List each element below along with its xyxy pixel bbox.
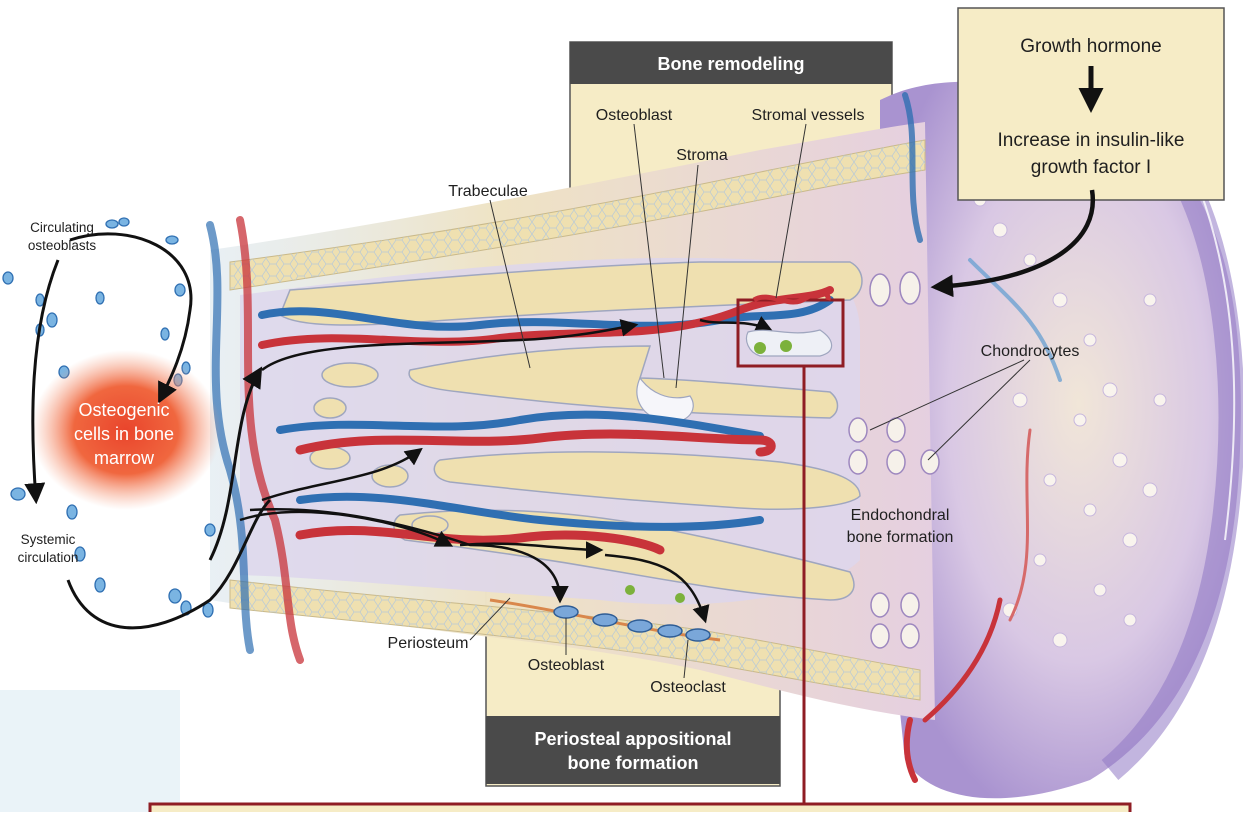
trabeculae-label: Trabeculae	[448, 183, 528, 200]
stroma-label: Stroma	[676, 147, 728, 164]
igf-label-line2: growth factor I	[1031, 157, 1151, 178]
growth-hormone-box: Growth hormone Increase in insulin-like …	[958, 8, 1224, 200]
bone-shaft	[210, 122, 935, 720]
osteoblast-top-label: Osteoblast	[596, 107, 673, 124]
growth-hormone-label: Growth hormone	[1020, 36, 1162, 57]
systemic-label-line2: circulation	[18, 550, 79, 565]
osteoblast-bottom-label: Osteoblast	[528, 657, 605, 674]
endochondral-label-line1: Endochondral	[851, 507, 950, 524]
periosteal-title-line2: bone formation	[568, 753, 699, 773]
circulating-label-line2: osteoblasts	[28, 238, 97, 253]
bottom-inset-edge	[150, 804, 1130, 812]
osteogenic-label-line3: marrow	[94, 448, 155, 468]
circulating-label-line1: Circulating	[30, 220, 94, 235]
osteogenic-label-line2: cells in bone	[74, 424, 174, 444]
stromal-vessels-label: Stromal vessels	[752, 107, 865, 124]
igf-label-line1: Increase in insulin-like	[998, 130, 1185, 151]
periosteal-title-line1: Periosteal appositional	[534, 729, 731, 749]
lower-left-band	[0, 690, 180, 812]
osteogenic-label-line1: Osteogenic	[78, 400, 169, 420]
bone-remodeling-title: Bone remodeling	[657, 54, 804, 74]
systemic-label-line1: Systemic	[21, 532, 76, 547]
osteoclast-label: Osteoclast	[650, 679, 726, 696]
chondrocytes-label: Chondrocytes	[981, 343, 1080, 360]
periosteum-label: Periosteum	[388, 635, 469, 652]
endochondral-label-line2: bone formation	[847, 529, 954, 546]
